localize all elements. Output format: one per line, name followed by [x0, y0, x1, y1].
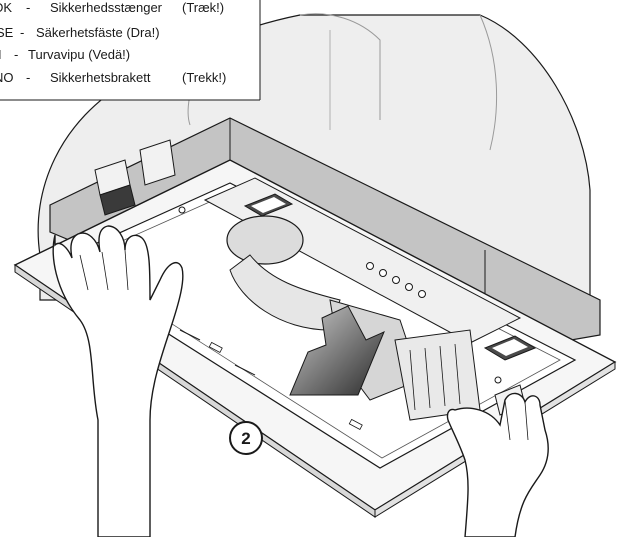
legend-line-code: DK	[0, 0, 12, 15]
step-badge: 2	[229, 421, 263, 455]
legend-box: DK - Sikkerhedsstænger (Træk!) SE - Säke…	[0, 0, 261, 101]
control-button	[418, 290, 426, 298]
legend-line-sep: -	[26, 70, 30, 85]
control-button	[379, 269, 387, 277]
safety-bracket-left	[94, 139, 176, 216]
legend-line-note: (Træk!)	[182, 0, 224, 15]
legend-line-text: Turvavipu (Vedä!)	[28, 47, 130, 62]
legend-line-sep: -	[26, 0, 30, 15]
left-hand	[52, 225, 184, 537]
legend-line-text: Sikkerhetsbrakett	[50, 70, 151, 85]
light-fixture-left	[243, 193, 294, 217]
down-arrow	[289, 305, 385, 396]
light-fixture-right	[483, 335, 537, 361]
legend-line-note: (Trekk!)	[182, 70, 226, 85]
control-button	[392, 276, 400, 284]
control-button	[405, 283, 413, 291]
right-hand	[446, 392, 549, 537]
legend-line-text: Säkerhetsfäste (Dra!)	[36, 25, 160, 40]
control-button	[366, 262, 374, 270]
legend-line-sep: -	[20, 25, 24, 40]
legend-line-code: SE	[0, 25, 14, 40]
legend-line-code: FI	[0, 47, 2, 62]
frame-details	[178, 206, 502, 431]
step-number: 2	[241, 429, 250, 448]
legend-line-text: Sikkerhedsstænger	[50, 0, 163, 15]
legend-line-sep: -	[14, 47, 18, 62]
legend-line-code: NO	[0, 70, 14, 85]
